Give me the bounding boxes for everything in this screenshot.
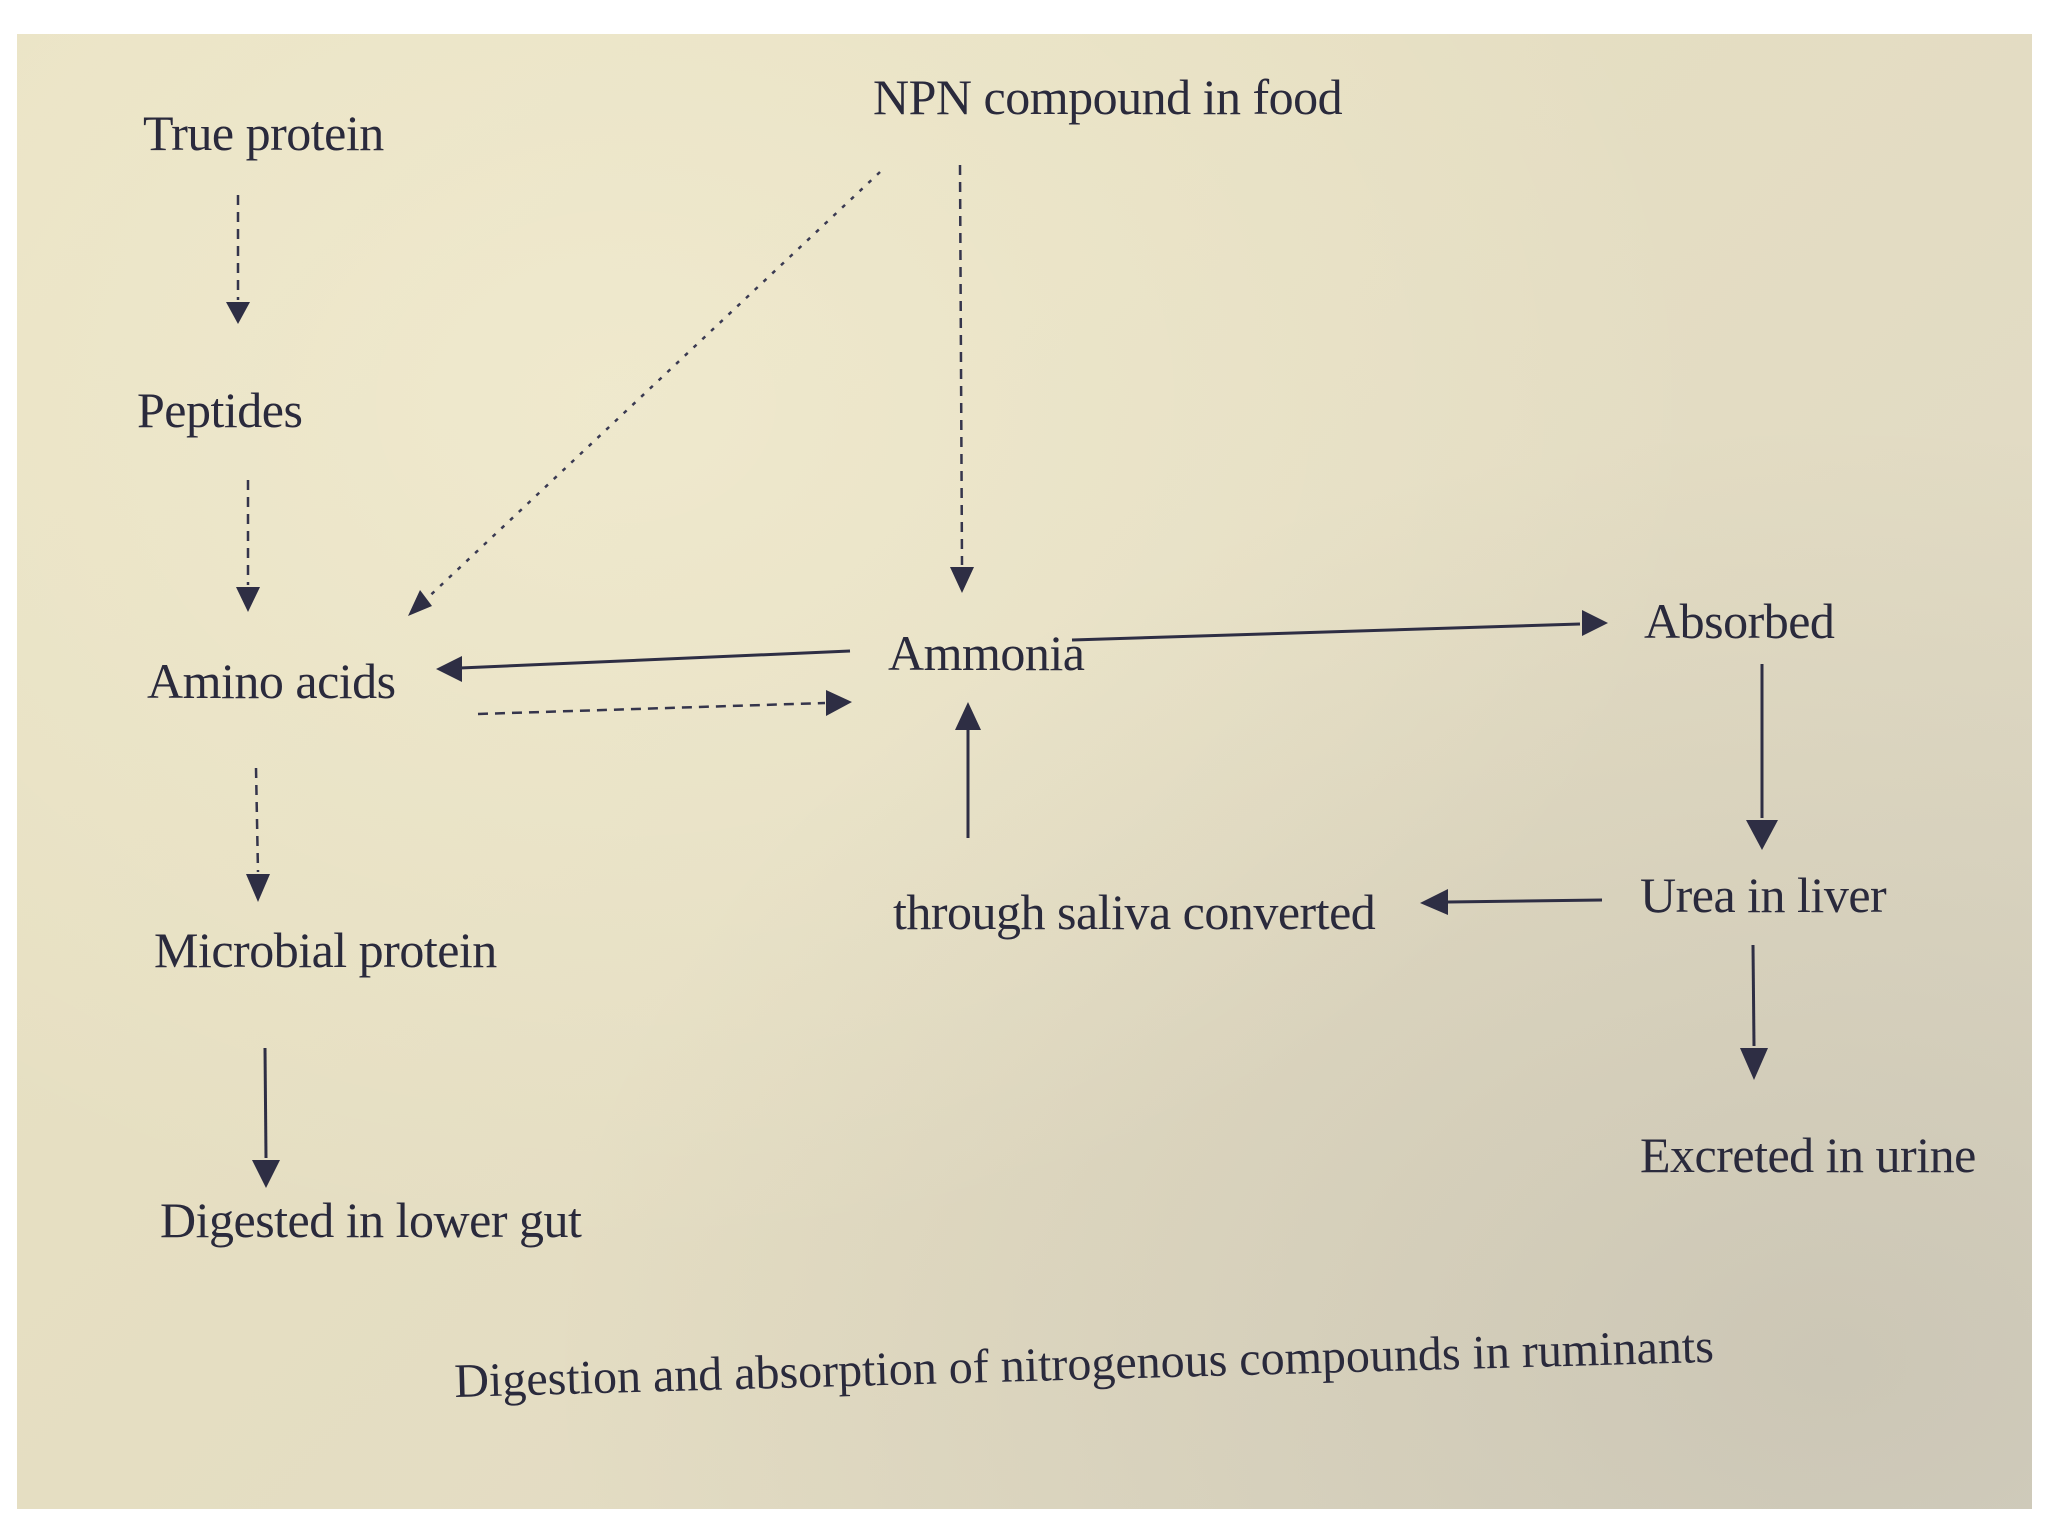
arrow-peptides-to-amino-acids xyxy=(236,480,260,612)
arrow-microbial-protein-to-digested xyxy=(252,1047,280,1188)
arrow-npn-to-amino-acids xyxy=(408,171,881,616)
node-ammonia: Ammonia xyxy=(888,625,1085,681)
arrow-npn-to-ammonia xyxy=(950,164,974,593)
arrow-ammonia-to-absorbed xyxy=(1071,610,1608,642)
node-microbial-protein: Microbial protein xyxy=(154,922,497,978)
node-saliva-converted: through saliva converted xyxy=(893,884,1376,940)
paper-sheet xyxy=(17,34,2032,1509)
node-absorbed: Absorbed xyxy=(1644,593,1835,649)
node-excreted-in-urine: Excreted in urine xyxy=(1640,1127,1976,1183)
arrow-urea-to-saliva xyxy=(1420,889,1603,915)
node-peptides: Peptides xyxy=(137,382,303,438)
arrow-saliva-to-ammonia xyxy=(955,702,981,838)
node-npn-compound: NPN compound in food xyxy=(873,69,1343,125)
arrow-urea-to-excreted xyxy=(1740,944,1768,1080)
arrow-ammonia-to-amino-acids xyxy=(436,649,851,682)
node-digested-lower-gut: Digested in lower gut xyxy=(160,1192,582,1248)
node-amino-acids: Amino acids xyxy=(147,653,396,709)
arrow-amino-acids-to-ammonia xyxy=(477,690,852,716)
arrow-absorbed-to-urea xyxy=(1746,664,1778,850)
arrow-amino-acids-to-microbial-protein xyxy=(246,767,270,902)
node-true-protein: True protein xyxy=(143,105,384,161)
node-urea-in-liver: Urea in liver xyxy=(1640,867,1887,923)
arrow-true-protein-to-peptides xyxy=(226,195,250,324)
